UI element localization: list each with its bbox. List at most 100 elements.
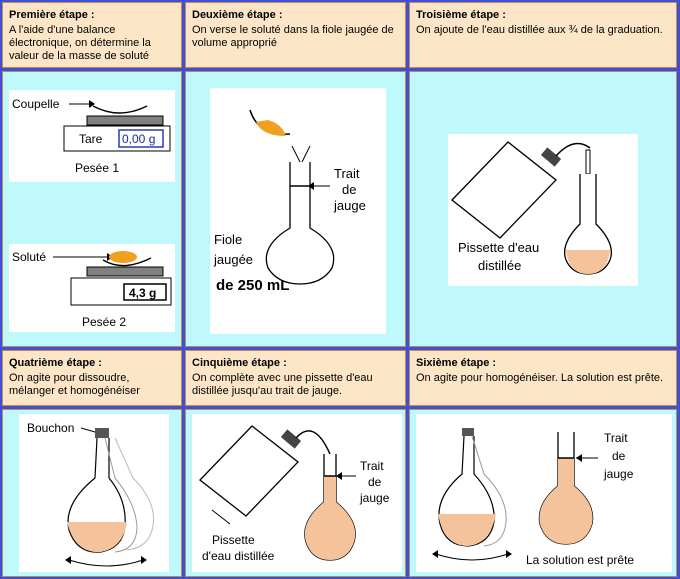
filling-panel: Pissette d'eau distillée [448,134,638,286]
trait6-label: Trait [604,431,628,445]
flask4-b [104,437,138,553]
shake-arrowhead-right [141,556,147,564]
jauge6-label: jauge [603,467,634,481]
jauge5-label: jauge [359,491,390,505]
flask5-liquid [304,476,356,560]
step4-title: Quatrième étape : [9,357,102,369]
weighing1-panel: Coupelle Tare 0,00 g Pesée 1 [9,90,175,182]
flask4-liquid [67,522,127,553]
step1-title: Première étape : [9,9,95,21]
step3-text: On ajoute de l'eau distillée aux ¾ de la… [416,24,663,36]
volume-label: de 250 mL [216,277,289,294]
pissette5-arrow [211,509,231,525]
step3-title: Troisième étape : [416,9,506,21]
fiole-label: Fiole [214,232,242,247]
shaking-panel: Bouchon [19,414,169,572]
wash-bottle5-cap [280,429,302,449]
funnel-left [291,145,301,163]
jaugee-label: jaugée [213,252,253,267]
jauge-label: jauge [333,198,366,213]
step2-header: Deuxième étape : On verse le soluté dans… [185,2,406,68]
gauge-arrowhead [308,182,314,190]
coupelle-arrowhead [89,100,95,108]
stopper [95,428,109,438]
shake6-arrow [435,553,509,561]
flask6-b [471,435,507,547]
step5-header: Cinquième étape : On complète avec une p… [185,350,406,406]
deau-distillee-label: d'eau distillée [202,549,275,563]
weighing1-illustration: Coupelle Tare 0,00 g Pesée 1 [12,97,171,175]
shake-arrow [68,559,144,567]
distillee-label: distillée [478,258,521,273]
step5-image-cell: Trait de jauge Pissette d'eau distillée [185,409,406,577]
shaking-illustration: Bouchon [27,421,155,567]
weighing2-illustration: Soluté 4,3 g Pesée 2 [12,250,172,329]
wash-bottle5 [199,425,299,517]
scale-plate [86,115,164,126]
de5-label: de [368,475,382,489]
step1-image-cell: Coupelle Tare 0,00 g Pesée 1 Soluté [2,71,182,347]
solution-prete-label: La solution est prête [526,553,634,567]
step6-image-cell: Trait de jauge La solution est prête [409,409,677,577]
trait5-label: Trait [360,459,384,473]
final-illustration: Trait de jauge La solution est prête [432,428,634,567]
scale-display [118,129,164,148]
step6-header: Sixième étape : On agite pour homogénéis… [409,350,677,406]
funnel-right [301,145,311,163]
pesee2-label: Pesée 2 [82,315,126,329]
gauge5-arrowhead [336,472,342,480]
wash-bottle-cap [540,147,562,167]
weighing2-panel: Soluté 4,3 g Pesée 2 [9,244,175,332]
bouchon-label: Bouchon [27,421,74,435]
de-label: de [342,182,356,197]
wash-bottle5-tube [295,430,331,455]
tare-label: Tare [79,132,103,146]
step2-image-cell: Trait de jauge Fiole jaugée de 250 mL [185,71,406,347]
solute-pouring [256,120,286,136]
gauge6-arrowhead [576,454,582,462]
step4-text: On agite pour dissoudre, mélanger et hom… [9,372,140,397]
step2-text: On verse le soluté dans la fiole jaugée … [192,24,394,49]
display1-value: 0,00 g [122,132,155,146]
step5-title: Cinquième étape : [192,357,287,369]
bouchon-arrow [80,427,96,433]
wash-bottle [451,141,557,239]
final-panel: Trait de jauge La solution est prête [416,414,672,572]
coupelle-dish [92,105,148,114]
trait-label: Trait [334,166,360,181]
stopper6 [462,428,474,436]
pouring-illustration: Trait de jauge Fiole jaugée de 250 mL [213,109,366,294]
step4-image-cell: Bouchon [2,409,182,577]
de6-label: de [612,449,626,463]
dish2 [102,257,152,267]
coupelle-label: Coupelle [12,97,60,111]
solute-heap [109,251,137,263]
step3-header: Troisième étape : On ajoute de l'eau dis… [409,2,677,68]
step4-header: Quatrième étape : On agite pour dissoudr… [2,350,182,406]
scale2-display [123,283,167,301]
completing-panel: Trait de jauge Pissette d'eau distillée [192,414,402,572]
filling-illustration: Pissette d'eau distillée [451,141,613,275]
pissette5-label: Pissette [212,533,255,547]
step5-text: On complète avec une pissette d'eau dist… [192,372,373,397]
flask4-c [114,437,155,551]
solute-label: Soluté [12,250,46,264]
flask-outline [265,162,335,285]
flask6-liquid [438,514,496,546]
scale2-plate [86,266,164,277]
step2-title: Deuxième étape : [192,9,283,21]
step6-title: Sixième étape : [416,357,497,369]
step6-text: On agite pour homogénéiser. La solution … [416,372,664,384]
shake6-arrowhead-left [432,550,438,558]
wash-bottle-tube [555,142,591,157]
flask6-final-liquid [539,458,593,544]
flask4-a [67,437,126,553]
step1-text: A l'aide d'une balance électronique, on … [9,24,151,62]
pissette-eau-label: Pissette d'eau [458,240,539,255]
display2-value: 4,3 g [129,286,156,300]
completing-illustration: Trait de jauge Pissette d'eau distillée [199,425,390,563]
shake6-arrowhead-right [506,550,512,558]
step3-image-cell: Pissette d'eau distillée [409,71,677,347]
flask3-neck-top [585,149,591,175]
